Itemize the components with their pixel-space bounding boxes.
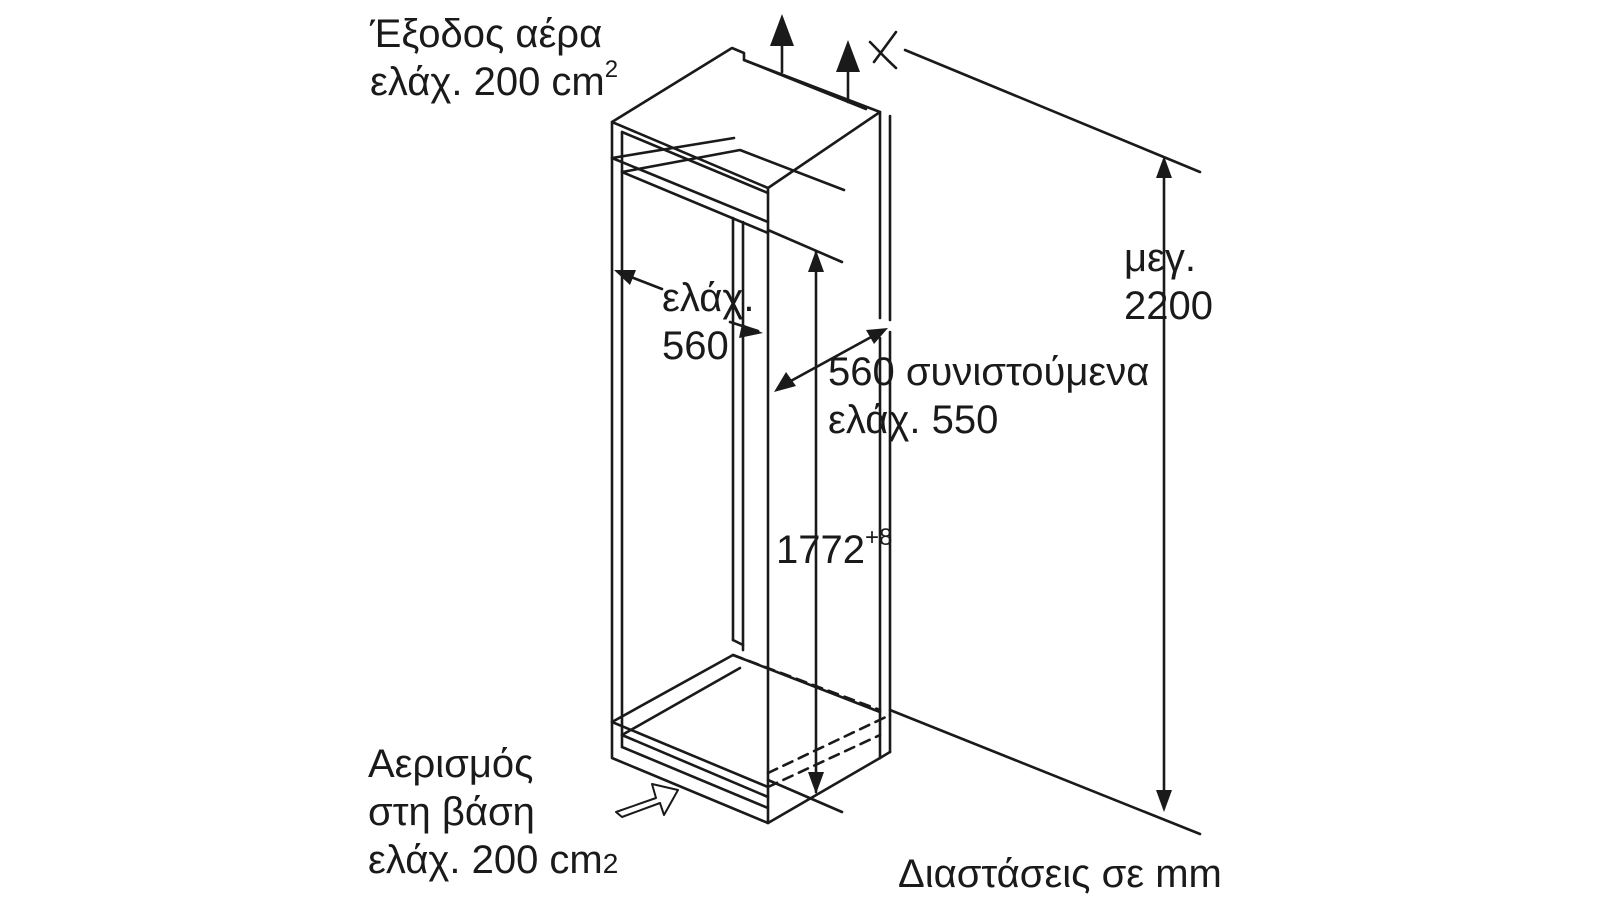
- depth-arrow-right: [866, 328, 888, 344]
- air-outlet-label: Έξοδος αέρα ελάχ. 200 cm2: [370, 10, 618, 112]
- niche-height-arrow-bottom: [808, 772, 824, 794]
- niche-height-arrow-top: [808, 250, 824, 272]
- niche-height-tolerance: +8: [864, 524, 893, 551]
- units-note: Διαστάσεις σε mm: [898, 852, 1222, 896]
- niche-height-value: 1772: [776, 528, 865, 572]
- base-ventilation-line1: Αερισμός: [368, 742, 534, 786]
- max-height-line1: μεγ.: [1124, 236, 1196, 280]
- cabinet-side-walls: [731, 110, 892, 825]
- inner-width-line2: 560: [662, 324, 729, 368]
- extension-lines: [766, 48, 1202, 836]
- niche-height-label: 1772+8: [776, 524, 893, 580]
- depth-dimension-line: [776, 328, 886, 390]
- cabinet-bottom: [610, 653, 892, 789]
- cabinet-top: [610, 46, 882, 192]
- depth-line1: 560 συνιστούμενα: [828, 350, 1150, 394]
- air-outlet-arrowhead-2: [836, 40, 860, 72]
- base-ventilation-line3: ελάχ. 200 cm2: [368, 838, 619, 882]
- base-ventilation-line2: στη βάση: [368, 790, 535, 834]
- base-ventilation-label: Αερισμός στη βάση ελάχ. 200 cm2: [368, 740, 618, 888]
- inner-width-label: ελάχ. 560: [662, 274, 754, 370]
- depth-line2: ελάχ. 550: [828, 398, 999, 442]
- height-reference-symbol: [868, 30, 898, 70]
- cabinet-front-frame: [610, 120, 770, 825]
- depth-arrow-left: [774, 372, 796, 392]
- air-outlet-arrowhead-1: [770, 14, 794, 46]
- depth-label: 560 συνιστούμενα ελάχ. 550: [828, 348, 1149, 444]
- air-outlet-line1: Έξοδος αέρα: [370, 12, 603, 56]
- max-height-arrow-top: [1156, 156, 1172, 178]
- air-outlet-line2: ελάχ. 200 cm2: [370, 56, 619, 104]
- inner-width-arrow-right: [739, 324, 763, 338]
- max-height-line2: 2200: [1124, 284, 1213, 328]
- max-height-arrow-bottom: [1156, 790, 1172, 812]
- base-ventilation-arrow: [615, 783, 679, 818]
- inner-width-arrow-left: [614, 270, 636, 285]
- inner-width-line1: ελάχ.: [662, 276, 755, 320]
- max-height-label: μεγ. 2200: [1124, 234, 1213, 330]
